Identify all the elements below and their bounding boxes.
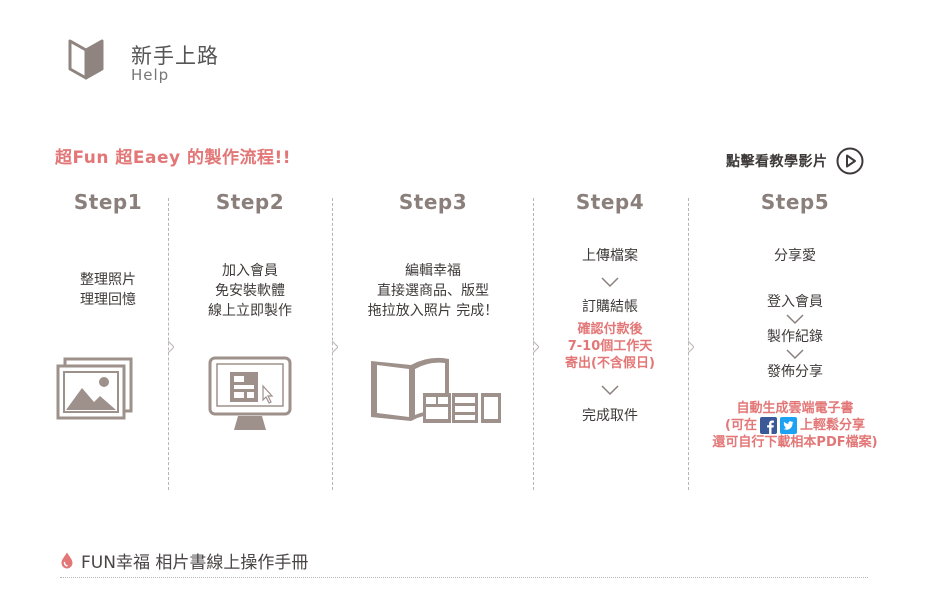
step-title: Step3: [398, 190, 468, 214]
step-line: 直接選商品、版型: [377, 283, 489, 299]
step-line: 免安裝軟體: [215, 283, 285, 299]
step-text: 整理照片 理理回憶: [50, 270, 166, 310]
step-line: 理理回憶: [80, 292, 136, 308]
page-subtitle: Help: [131, 66, 170, 84]
step-2: Step2 加入會員 免安裝軟體 線上立即製作: [170, 190, 330, 490]
checkout-text: 訂購結帳: [582, 299, 638, 315]
pickup-text: 完成取件: [582, 408, 638, 424]
records-text: 製作紀錄: [767, 329, 823, 345]
step-text: 編輯幸福 直接選商品、版型 拖拉放入照片 完成！: [335, 261, 531, 321]
step-5: Step5 分享愛 登入會員 製作紀錄 發佈分享 自動生成雲端電子書 (可在 上…: [690, 190, 900, 490]
step-title: Step5: [760, 190, 830, 214]
ebook-line: 還可自行下載相本PDF檔案): [712, 435, 878, 450]
step-3: Step3 編輯幸福 直接選商品、版型 拖拉放入照片 完成！: [335, 190, 531, 490]
drop-icon: [61, 552, 73, 569]
play-icon: [836, 147, 863, 175]
chevron-down-icon: [786, 349, 804, 360]
upload-file-text: 上傳檔案: [582, 248, 638, 264]
page-title: 新手上路: [131, 44, 219, 68]
step-line: 線上立即製作: [208, 303, 292, 319]
manual-link[interactable]: FUN幸福 相片書線上操作手冊: [60, 548, 308, 573]
publish-share-text: 發佈分享: [767, 364, 823, 380]
share-love-text: 分享愛: [774, 248, 816, 264]
divider-line: [60, 577, 868, 578]
step-divider: [332, 198, 338, 490]
ebook-line: (可在: [725, 418, 757, 433]
step-line: 拖拉放入照片 完成！: [367, 303, 499, 319]
step-divider: [533, 198, 539, 490]
twitter-icon[interactable]: [779, 417, 797, 434]
step-4: Step4 上傳檔案 訂購結帳 確認付款後 7-10個工作天 寄出(不含假日) …: [535, 190, 685, 490]
chevron-down-icon: [786, 314, 804, 325]
beginner-mark-icon: [68, 39, 104, 80]
ebook-notice: 自動生成雲端電子書 (可在 上輕鬆分享 還可自行下載相本PDF檔案): [690, 400, 900, 451]
ebook-line: 自動生成雲端電子書: [736, 401, 854, 416]
chevron-down-icon: [601, 385, 619, 396]
notice-line: 寄出(不含假日): [565, 356, 655, 371]
notice-line: 確認付款後: [577, 322, 643, 337]
open-photobook-icon: [371, 357, 501, 423]
step-divider: [688, 198, 694, 490]
notice-line: 7-10個工作天: [567, 339, 653, 354]
manual-link-label: FUN幸福 相片書線上操作手冊: [81, 553, 309, 573]
tutorial-video-label: 點擊看教學影片: [726, 154, 828, 170]
step-line: 整理照片: [80, 272, 136, 288]
login-text: 登入會員: [767, 294, 823, 310]
share-line: (可在 上輕鬆分享: [690, 417, 900, 434]
step-1: Step1 整理照片 理理回憶: [50, 190, 166, 490]
step-line: 編輯幸福: [405, 263, 461, 279]
step-text: 加入會員 免安裝軟體 線上立即製作: [170, 261, 330, 321]
step-title: Step4: [575, 190, 645, 214]
tutorial-video-link[interactable]: 點擊看教學影片: [726, 146, 865, 176]
photo-stack-icon: [56, 357, 133, 420]
step-line: 加入會員: [222, 263, 278, 279]
facebook-icon[interactable]: [759, 417, 777, 434]
step-divider: [168, 198, 174, 490]
ebook-line: 上輕鬆分享: [799, 418, 865, 433]
shipping-notice: 確認付款後 7-10個工作天 寄出(不含假日): [535, 321, 685, 372]
computer-monitor-icon: [208, 356, 292, 430]
step-title: Step1: [73, 190, 143, 214]
flow-heading: 超Fun 超Eaey 的製作流程!!: [55, 148, 292, 168]
step-title: Step2: [215, 190, 285, 214]
chevron-down-icon: [601, 277, 619, 288]
